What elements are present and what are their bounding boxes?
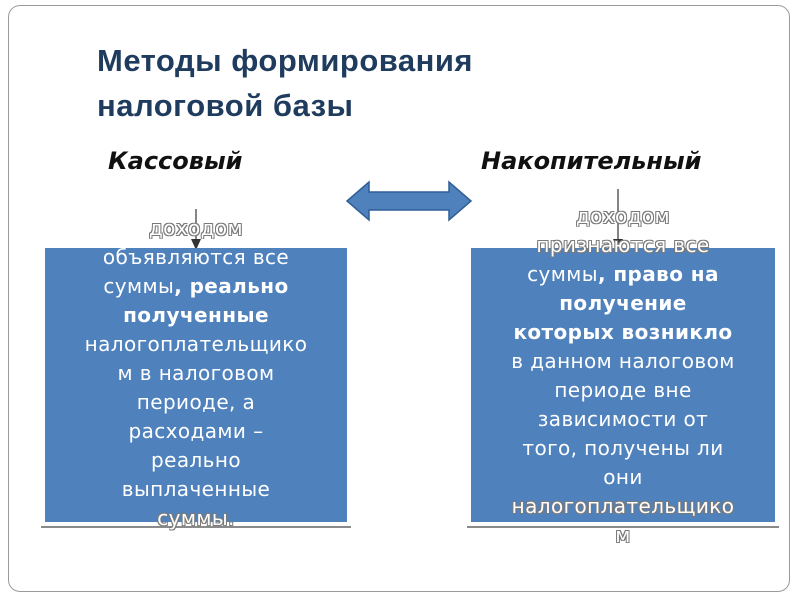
- cash-line-3b: , реально: [174, 274, 289, 298]
- cash-method-text: доходом объявляются все суммы, реально п…: [45, 214, 347, 533]
- cash-line-8: расходами –: [45, 417, 347, 446]
- title-line-1: Методы формирования: [97, 43, 474, 78]
- box-underline-right: [467, 526, 779, 528]
- accrual-line-2: признаются все: [536, 233, 710, 257]
- accrual-line-7: периоде вне: [554, 378, 692, 402]
- heading-accrual-method: Накопительный: [481, 147, 702, 175]
- accrual-line-9: того, получены ли: [522, 436, 724, 460]
- box-underline-left: [41, 526, 351, 528]
- cash-line-1: доходом: [148, 216, 244, 240]
- accrual-line-3: суммы, право на: [471, 260, 775, 289]
- accrual-line-10: они: [603, 465, 643, 489]
- accrual-line-4: получение: [559, 291, 687, 315]
- accrual-line-5: которых возникло: [513, 320, 733, 344]
- cash-line-4: полученные: [123, 303, 269, 327]
- accrual-line-12: м: [615, 523, 631, 547]
- accrual-method-box: [471, 248, 775, 522]
- title-line-2: налоговой базы: [97, 88, 354, 123]
- accrual-line-1: доходом: [575, 204, 671, 228]
- slide-frame: Методы формирования налоговой базы Кассо…: [8, 5, 790, 592]
- cash-line-8a: расходами: [128, 419, 247, 443]
- accrual-method-text: доходом признаются все суммы, право на п…: [471, 202, 775, 550]
- cash-line-3a: суммы: [103, 274, 175, 298]
- connector-arrow-left: [191, 209, 201, 250]
- cash-line-11: суммы.: [157, 506, 235, 530]
- accrual-line-8: зависимости от: [537, 407, 709, 431]
- accrual-line-6: в данном налоговом: [511, 349, 735, 373]
- accrual-line-3a: суммы: [527, 262, 598, 286]
- cash-line-9: реально: [151, 448, 241, 472]
- cash-line-7: периоде, а: [136, 390, 256, 414]
- cash-line-8b: –: [246, 419, 264, 443]
- accrual-line-3b: , право на: [597, 262, 719, 286]
- cash-line-3: суммы, реально: [45, 272, 347, 301]
- connector-arrow-right: [613, 189, 623, 250]
- heading-cash-method: Кассовый: [108, 147, 243, 175]
- cash-line-6: м в налоговом: [117, 361, 275, 385]
- accrual-line-11: налогоплательщико: [511, 494, 735, 518]
- double-arrow-icon: [345, 180, 473, 222]
- cash-method-box: [45, 248, 347, 522]
- cash-line-2: объявляются все: [102, 245, 290, 269]
- cash-line-10: выплаченные: [121, 477, 271, 501]
- slide-title: Методы формирования налоговой базы: [97, 38, 737, 128]
- cash-line-5: налогоплательщико: [84, 332, 308, 356]
